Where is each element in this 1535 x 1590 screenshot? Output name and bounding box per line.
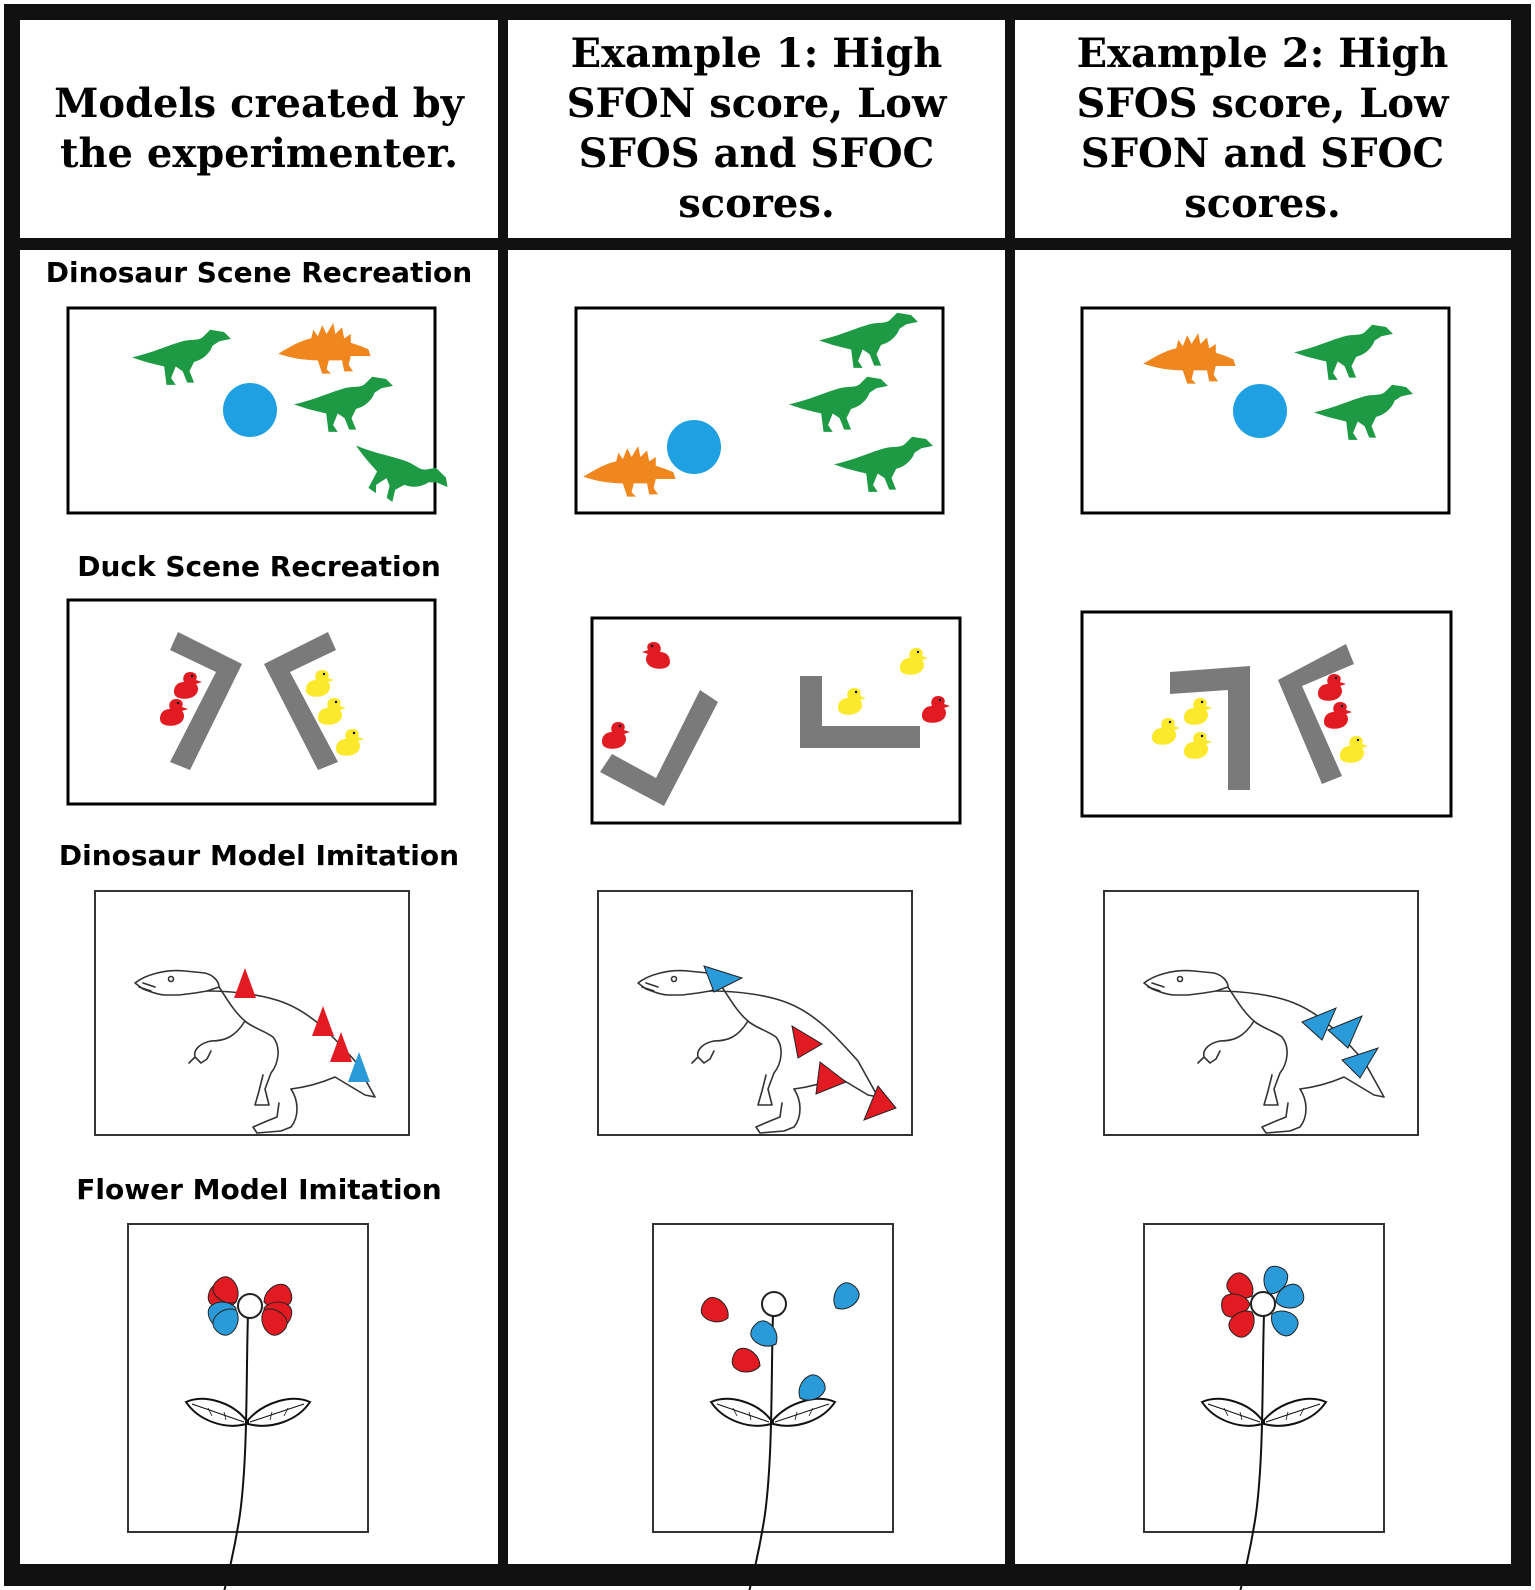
panel-frame — [127, 1223, 369, 1533]
red-spike — [791, 1024, 823, 1059]
model-duck-scene — [66, 598, 437, 806]
flower-center — [237, 1293, 263, 1319]
blue-ball — [1233, 384, 1287, 438]
header-example-2-text: Example 2: High SFOS score, Low SFON and… — [1076, 30, 1449, 227]
blue-ball — [223, 383, 277, 437]
header-example-1-text: Example 1: High SFON score, Low SFOS and… — [566, 30, 947, 227]
grey-wall — [800, 676, 920, 748]
red-spike — [815, 1061, 848, 1095]
model-dinosaur-scene — [66, 306, 453, 525]
header-models: Models created by the experimenter. — [20, 20, 498, 238]
table-frame — [4, 4, 1531, 1586]
frame-left — [4, 4, 20, 1586]
model-flower-imitation — [127, 1223, 369, 1590]
frame-top — [4, 4, 1531, 20]
blue-ball — [667, 420, 721, 474]
grey-wall — [600, 690, 718, 806]
column-divider-2 — [1005, 4, 1015, 1586]
header-example-1: Example 1: High SFON score, Low SFOS and… — [508, 20, 1005, 238]
panel-frame — [94, 890, 410, 1136]
header-models-text: Models created by the experimenter. — [54, 80, 464, 177]
grey-wall — [1278, 644, 1354, 784]
flower-center — [1250, 1291, 1276, 1317]
example-2-duck-scene — [1080, 610, 1453, 818]
red-spike — [863, 1085, 897, 1121]
column-divider-1 — [498, 4, 508, 1586]
panel-frame — [1080, 610, 1453, 818]
grey-wall — [264, 632, 338, 770]
example-2-flower-imitation — [1143, 1223, 1385, 1590]
panel-frame — [597, 890, 913, 1136]
panel-frame — [66, 598, 437, 806]
panel-frame — [1143, 1223, 1385, 1533]
frame-bottom — [4, 1564, 1531, 1586]
example-1-dinosaur-scene — [574, 306, 945, 515]
panel-frame — [1103, 890, 1419, 1136]
blue-spike — [1327, 1015, 1363, 1049]
row-label-dinosaur-model: Dinosaur Model Imitation — [58, 839, 460, 872]
blue-spike — [1341, 1047, 1380, 1079]
row-label-flower-model: Flower Model Imitation — [76, 1173, 442, 1206]
blue-spike — [1301, 1007, 1337, 1041]
example-1-dinosaur-imitation — [597, 890, 913, 1136]
example-1-duck-scene — [590, 616, 962, 825]
example-2-dinosaur-imitation — [1103, 890, 1419, 1136]
panel-frame — [652, 1223, 894, 1533]
model-dinosaur-imitation — [94, 890, 410, 1136]
example-1-flower-imitation — [652, 1223, 894, 1590]
row-label-duck-scene: Duck Scene Recreation — [77, 550, 441, 583]
flower-center — [761, 1291, 787, 1317]
example-2-dinosaur-scene — [1080, 306, 1451, 515]
header-divider — [4, 238, 1531, 250]
grey-wall — [170, 632, 242, 770]
row-label-dinosaur-scene: Dinosaur Scene Recreation — [45, 256, 473, 289]
grey-wall — [1170, 666, 1250, 790]
blue-spike — [703, 965, 744, 993]
frame-right — [1511, 4, 1531, 1586]
header-example-2: Example 2: High SFOS score, Low SFON and… — [1015, 20, 1510, 238]
